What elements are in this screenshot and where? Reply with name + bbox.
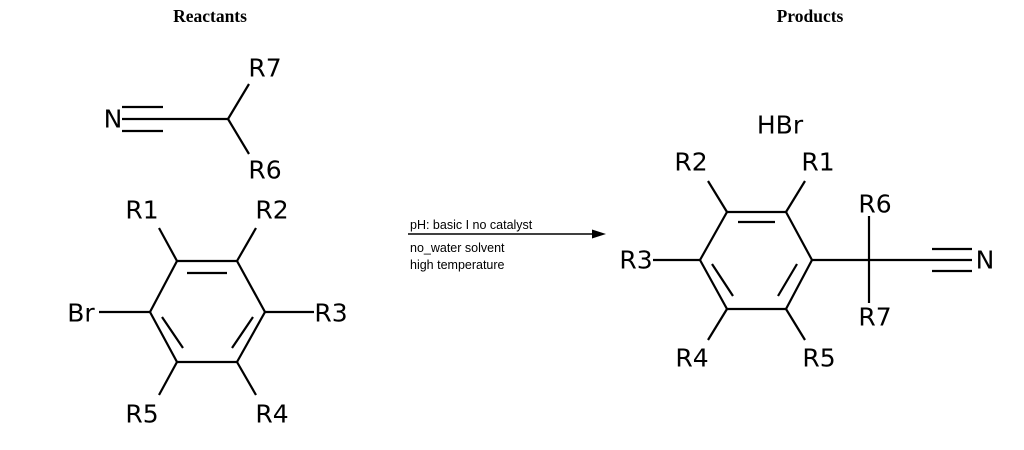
- substituent-label-r2: R2: [674, 148, 707, 177]
- substituent-label-r1: R1: [801, 148, 834, 177]
- reactant-nitrile-molecule: N R7 R6: [104, 54, 282, 185]
- reaction-arrow: pH: basic I no catalyst no_water solvent…: [408, 218, 606, 272]
- substituent-bond: [158, 227, 178, 262]
- substituent-bond: [236, 227, 257, 262]
- substituent-bond: [707, 180, 728, 213]
- bromine-atom-label: Br: [67, 299, 95, 328]
- condition-line-3: high temperature: [410, 258, 505, 272]
- substituent-label-r6: R6: [858, 190, 891, 219]
- ring-bond: [785, 259, 813, 310]
- condition-line-2: no_water solvent: [410, 241, 505, 255]
- ring-bond: [699, 259, 728, 310]
- ring-bond: [236, 260, 266, 313]
- double-bond-inner: [231, 316, 254, 349]
- ring-bond: [149, 260, 178, 313]
- substituent-label-r3: R3: [314, 299, 347, 328]
- substituent-label-r2: R2: [255, 196, 288, 225]
- substituent-label-r3: R3: [619, 246, 652, 275]
- substituent-label-r5: R5: [802, 344, 835, 373]
- reactants-title: Reactants: [173, 6, 247, 26]
- hbr-label: HBr: [757, 111, 804, 140]
- substituent-bond: [707, 308, 728, 341]
- product-arylnitrile-molecule: R2 R1 R3 R4 R5 R6 R7 N: [619, 148, 994, 373]
- substituent-label-r7: R7: [248, 54, 281, 83]
- reactant-bromoarene-molecule: R1 R2 Br R3 R5 R4: [67, 196, 347, 429]
- ring-bond: [699, 211, 728, 261]
- ring-bond: [149, 311, 178, 363]
- substituent-label-r5: R5: [125, 400, 158, 429]
- substituent-bond: [227, 83, 250, 120]
- nitrogen-atom-label: N: [976, 246, 995, 275]
- substituent-label-r4: R4: [255, 400, 288, 429]
- condition-line-1: pH: basic I no catalyst: [410, 218, 533, 232]
- product-hbr-molecule: HBr: [757, 111, 804, 140]
- double-bond-inner: [711, 263, 734, 297]
- ring-bond: [236, 311, 266, 363]
- substituent-bond: [785, 308, 806, 341]
- substituent-label-r6: R6: [248, 156, 281, 185]
- substituent-bond: [236, 361, 257, 396]
- substituent-label-r7: R7: [858, 303, 891, 332]
- nitrogen-atom-label: N: [104, 105, 123, 134]
- arrow-head-icon: [592, 229, 606, 239]
- substituent-bond: [785, 180, 806, 213]
- substituent-label-r1: R1: [125, 196, 158, 225]
- substituent-bond: [158, 361, 178, 396]
- substituent-bond: [227, 118, 250, 155]
- products-title: Products: [777, 6, 844, 26]
- double-bond-inner: [161, 316, 184, 349]
- double-bond-inner: [777, 263, 798, 297]
- ring-bond: [785, 211, 813, 261]
- substituent-label-r4: R4: [675, 344, 708, 373]
